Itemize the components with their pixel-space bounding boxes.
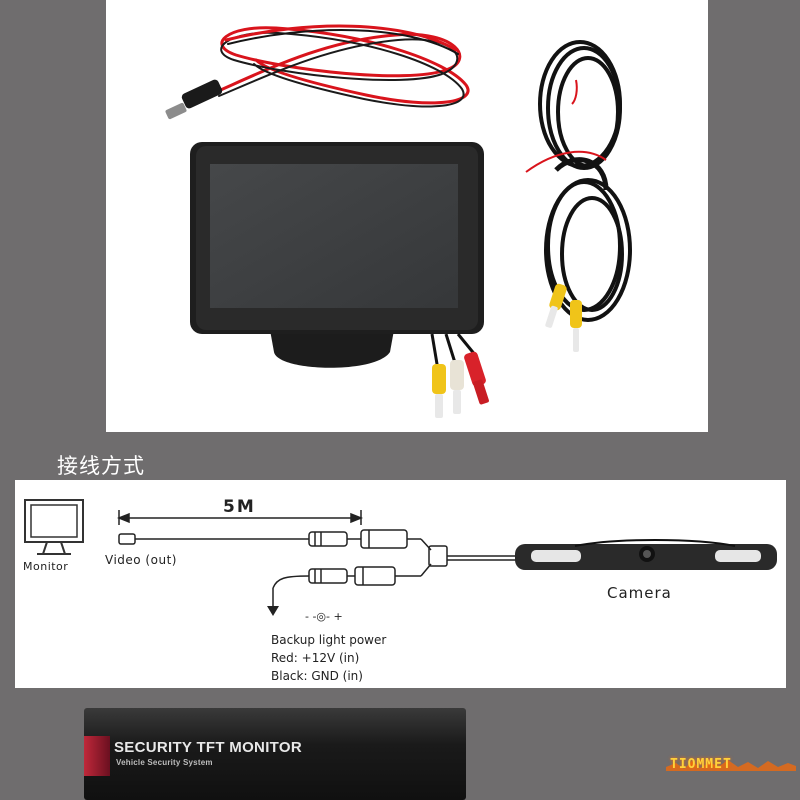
tft-monitor [190, 142, 484, 368]
camera-cable [525, 40, 632, 322]
camera-bar-illustration [515, 539, 777, 570]
box-title: SECURITY TFT MONITOR [114, 739, 302, 756]
red-wire-label: Red: +12V (in) [271, 651, 360, 665]
watermark-logo: TIOMMET [666, 753, 796, 779]
video-cable [118, 529, 432, 551]
black-wire-label: Black: GND (in) [271, 669, 363, 683]
power-cable-diagram [267, 545, 517, 616]
power-cable [214, 24, 470, 108]
distance-label: 5M [223, 497, 256, 517]
watermark-flame-icon [666, 760, 796, 771]
section-title: 接线方式 [57, 454, 145, 478]
wiring-diagram: Monitor 5M Video (out) Camera - -◎- + Ba… [15, 480, 786, 688]
watermark-text: TIOMMET [670, 757, 732, 772]
product-box: SECURITY TFT MONITOR Vehicle Security Sy… [84, 708, 466, 800]
product-photo-illustration [165, 24, 632, 418]
box-subtitle: Vehicle Security System [116, 758, 213, 767]
camera-rca-plugs [545, 283, 582, 352]
monitor-rca-leads [430, 333, 489, 418]
distance-arrow [116, 510, 364, 525]
box-accent-stripe [84, 736, 110, 776]
video-out-label: Video (out) [105, 553, 177, 567]
wiring-diagram-lines [24, 499, 777, 616]
polarity-label: - -◎- + [305, 610, 343, 623]
camera-label: Camera [607, 584, 672, 602]
monitor-label: Monitor [23, 560, 69, 573]
dc-plug [165, 79, 223, 120]
product-photo [106, 0, 708, 432]
backup-power-label: Backup light power [271, 633, 387, 647]
monitor-icon [24, 499, 84, 555]
